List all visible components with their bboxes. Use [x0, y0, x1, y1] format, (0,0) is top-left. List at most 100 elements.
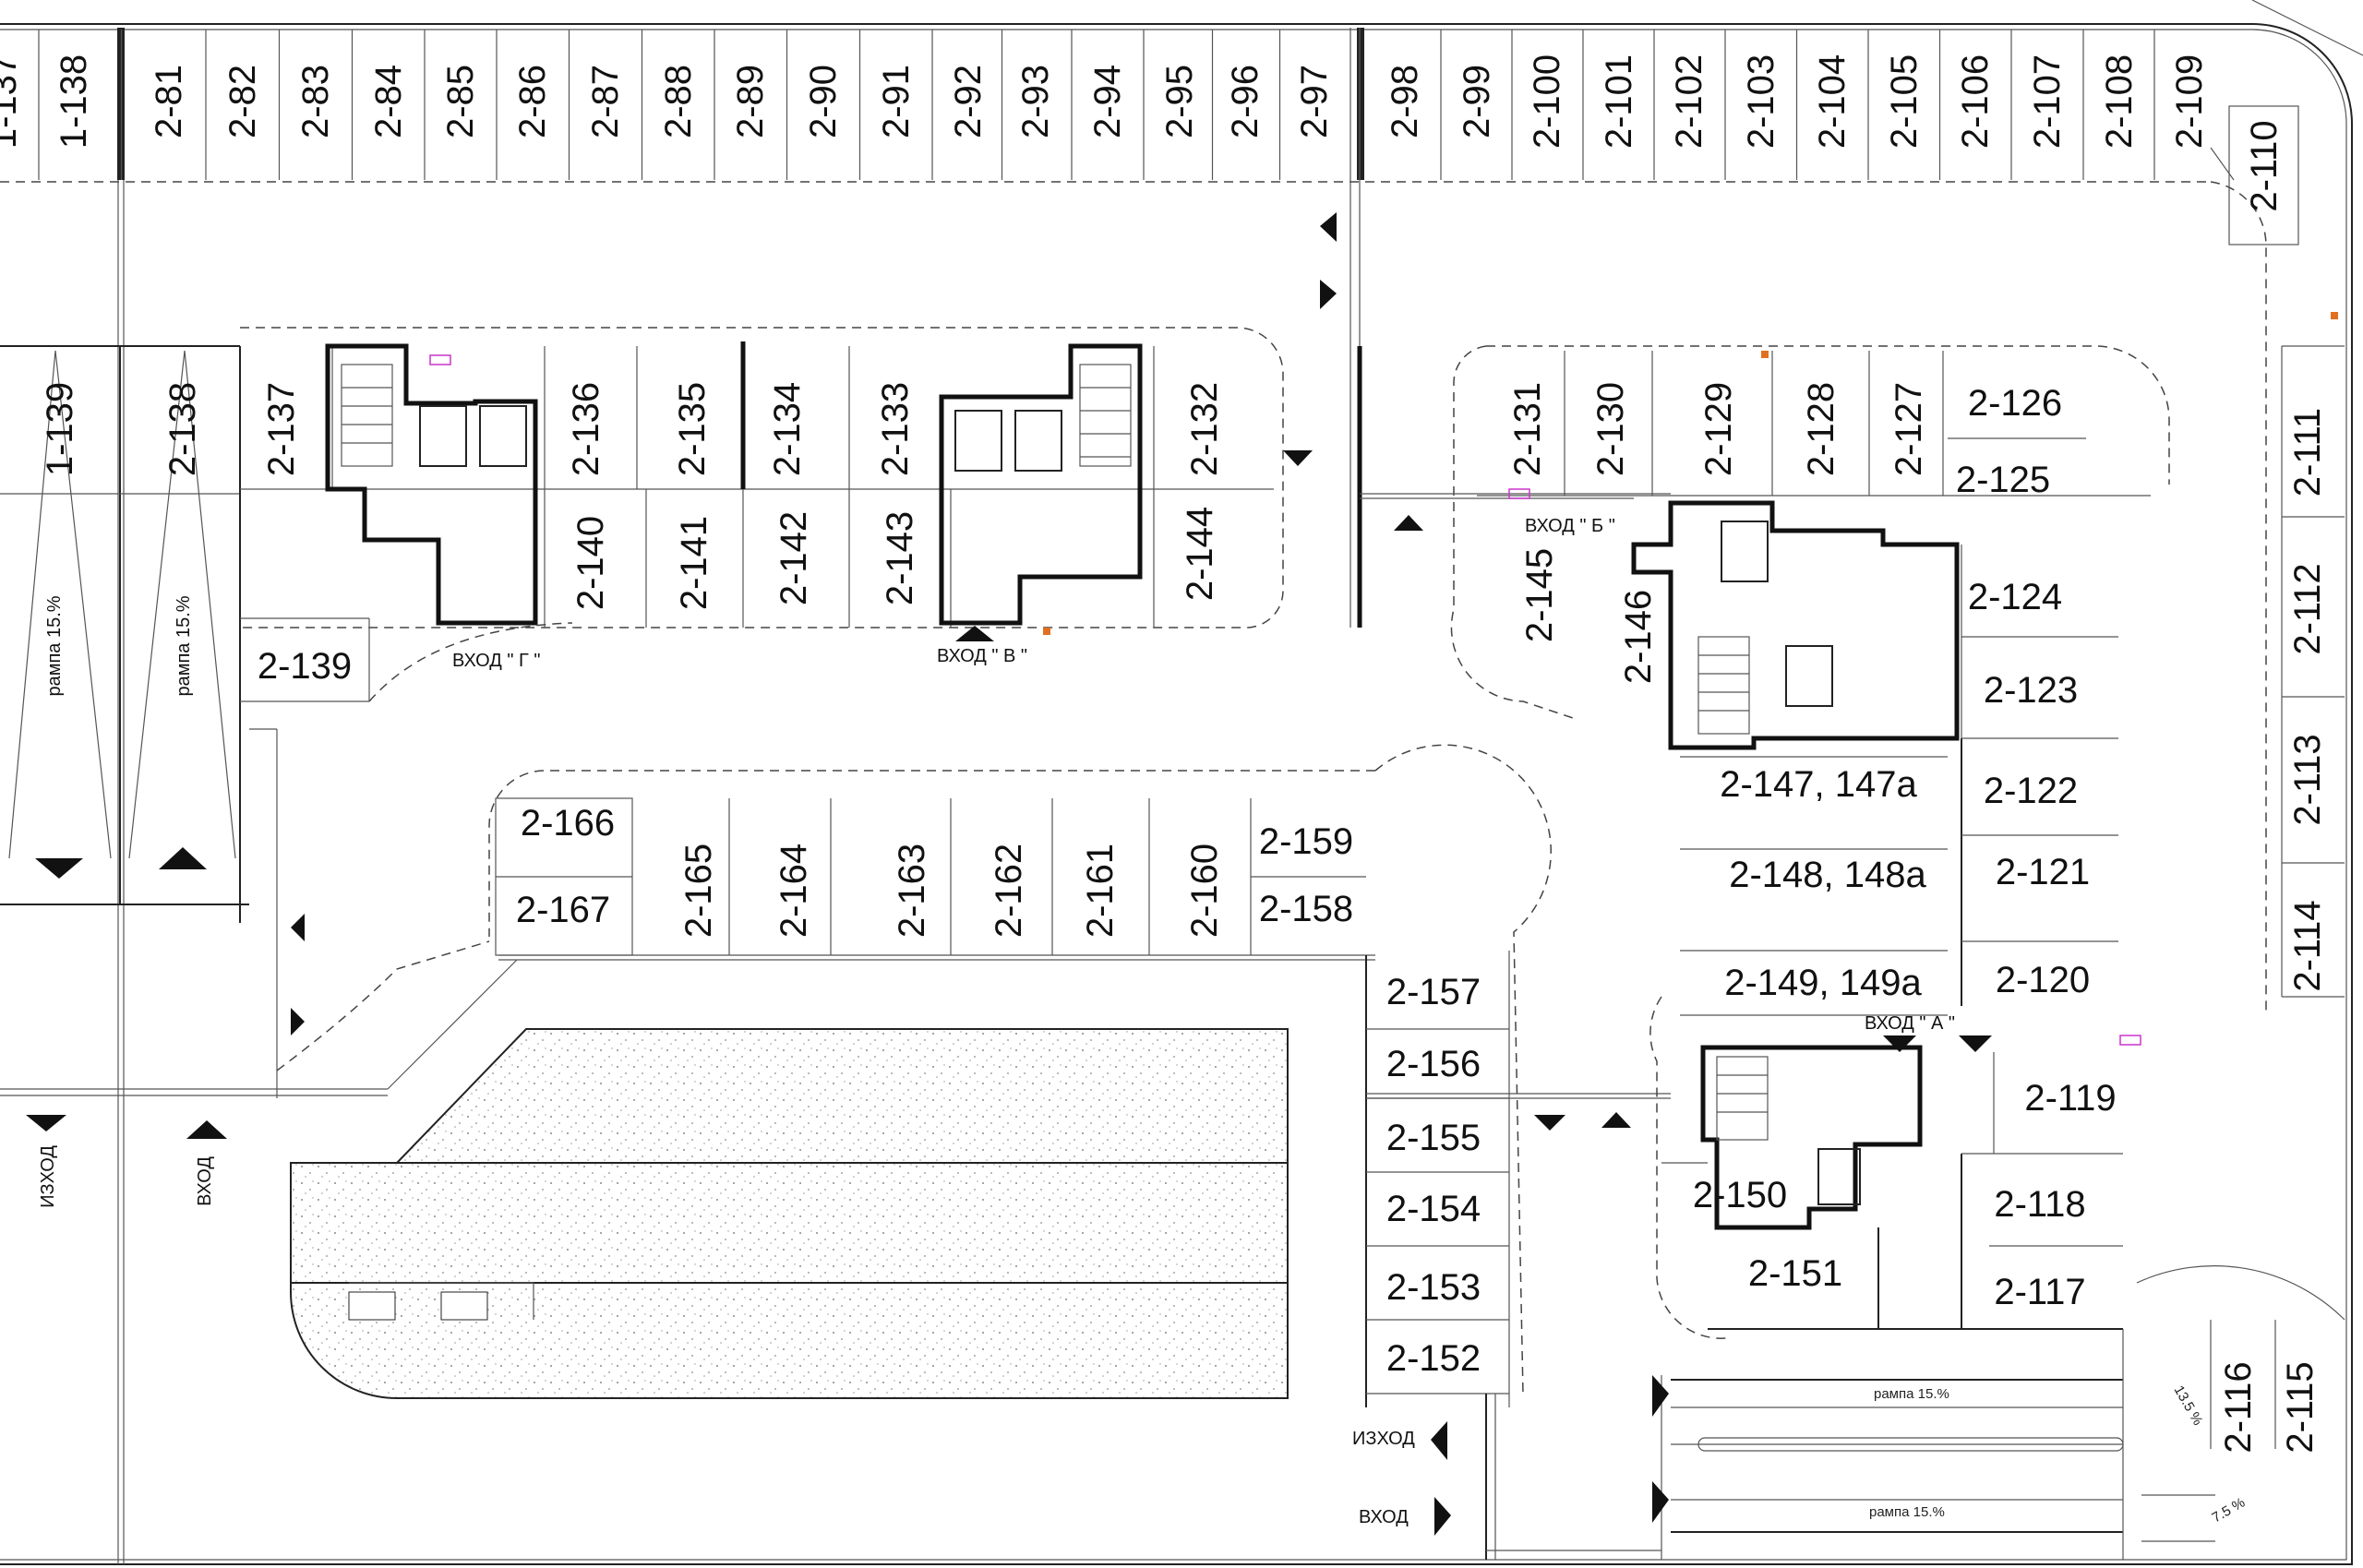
down-arrow-icon: [1959, 1035, 1992, 1052]
ramp-label-right-1: рампа 15.%: [1874, 1386, 1949, 1402]
ramp-label-right-2: рампа 15.%: [1869, 1504, 1945, 1520]
stall-label: 2-138: [162, 382, 203, 476]
stall-label: 2-151: [1748, 1253, 1842, 1294]
down-arrow-icon: [1534, 1115, 1565, 1131]
stall-label: 2-167: [516, 890, 610, 930]
exit-left-label: ИЗХОД: [38, 1145, 58, 1208]
stall-label: 2-160: [1184, 844, 1225, 938]
stall-label: 2-106: [1955, 54, 1996, 149]
stall-label: 2-124: [1968, 577, 2062, 617]
stall-label: 2-135: [672, 382, 713, 476]
left-arrow-icon: [1320, 212, 1337, 242]
stall-label: 2-139: [258, 646, 352, 687]
stall-label: 2-81: [149, 65, 189, 138]
stall-label: 2-163: [892, 844, 932, 938]
entrance-a-label: ВХОД " А ": [1865, 1013, 1955, 1034]
entrance-v-label: ВХОД " В ": [937, 646, 1027, 666]
stall-label: 2-91: [876, 65, 917, 138]
stall-label: 2-85: [440, 65, 481, 138]
stall-label: 2-94: [1087, 65, 1128, 138]
down-arrow-icon: [1283, 450, 1313, 466]
stall-label: 2-84: [368, 65, 409, 138]
enter-left-label: ВХОД: [195, 1156, 215, 1206]
stall-label: 2-125: [1956, 460, 2050, 500]
lower-middle-island: [488, 744, 1552, 1407]
stall-label: 2-133: [875, 382, 916, 476]
stall-label: 2-86: [512, 65, 553, 138]
stall-label: 2-111: [2287, 408, 2328, 497]
entrance-v-arrow-icon: [955, 626, 994, 641]
stall-label: 2-128: [1801, 382, 1841, 476]
stall-label: 2-101: [1599, 54, 1639, 149]
stall-label: 2-149, 149a: [1724, 963, 1922, 1003]
right-arrow-icon: [291, 1008, 305, 1035]
stall-label: 2-134: [767, 382, 808, 476]
stall-label: 2-142: [774, 511, 814, 605]
stall-label: 2-136: [566, 382, 606, 476]
stall-label: 2-104: [1812, 54, 1853, 149]
ramp-label-left-1: рампа 15.%: [44, 595, 65, 696]
slope-label-a: 13.5 %: [2171, 1383, 2206, 1429]
stall-label: 2-92: [948, 65, 989, 138]
up-arrow-icon: [159, 847, 207, 869]
right-edge-stalls: [2210, 105, 2345, 1015]
stall-label: 2-82: [222, 65, 263, 138]
right-arrow-icon: [1320, 280, 1337, 309]
stall-label: 2-144: [1180, 507, 1220, 601]
left-arrow-icon: [291, 914, 305, 941]
bottom-exits: ИЗХОД ВХОД: [1352, 1394, 1661, 1560]
stall-label: 2-131: [1507, 382, 1548, 476]
up-arrow-icon: [1394, 515, 1423, 531]
stall-label: 2-123: [1984, 670, 2078, 711]
stall-label: 2-108: [2099, 54, 2140, 149]
right-arrow-icon: [1434, 1497, 1451, 1536]
stall-label: 2-129: [1698, 382, 1739, 476]
stall-label: 2-130: [1590, 382, 1631, 476]
stall-label: 2-90: [803, 65, 844, 138]
driveway-lines: ИЗХОД ВХОД: [0, 493, 1671, 1208]
upper-right-island: ВХОД " Б ": [1394, 345, 2170, 1016]
stall-label: 2-105: [1884, 54, 1925, 149]
stall-label: 1-139: [40, 382, 80, 476]
stall-label: 2-132: [1184, 382, 1225, 476]
stall-label: 2-102: [1669, 54, 1709, 149]
stall-label: 2-164: [774, 844, 814, 938]
stall-label: 2-145: [1519, 548, 1560, 642]
stall-label: 2-155: [1386, 1118, 1481, 1158]
stall-label: 2-87: [585, 65, 626, 138]
column-lines: [117, 28, 1362, 1564]
left-arrow-icon: [1431, 1421, 1447, 1460]
stall-label: 2-166: [521, 803, 615, 844]
up-arrow-icon: [1601, 1112, 1631, 1128]
exit-right-label: ИЗХОД: [1352, 1429, 1415, 1449]
accent-markers: [429, 312, 2338, 1046]
stall-label: 2-118: [1994, 1184, 2085, 1225]
stall-label: 2-112: [2287, 563, 2328, 654]
stall-label: 2-143: [880, 511, 920, 605]
stall-label: 2-140: [570, 516, 611, 610]
stall-label: 2-99: [1457, 65, 1497, 138]
slope-label-b: 7.5 %: [2210, 1495, 2249, 1526]
stall-label: 2-156: [1386, 1044, 1481, 1084]
stall-label: 2-97: [1294, 65, 1335, 138]
stall-label: 2-114: [2287, 900, 2328, 991]
up-arrow-icon: [186, 1120, 227, 1139]
stall-label: 2-96: [1225, 65, 1265, 138]
down-arrow-icon: [26, 1115, 66, 1131]
stall-label: 2-161: [1080, 844, 1121, 938]
stall-label: 2-157: [1386, 972, 1481, 1012]
stall-label: 2-88: [658, 65, 699, 138]
stall-label: 2-122: [1984, 771, 2078, 811]
stall-label: 2-115: [2280, 1361, 2321, 1453]
stall-label: 2-117: [1994, 1272, 2085, 1312]
stall-label: 2-154: [1386, 1189, 1481, 1229]
stall-labels: 2-1102-1112-1122-1132-1142-1152-1161-139…: [40, 120, 2328, 1453]
stall-label: 2-95: [1159, 65, 1200, 138]
down-arrow-icon: [35, 858, 83, 879]
entrance-b-label: ВХОД " Б ": [1525, 516, 1615, 536]
stall-label: 2-137: [261, 382, 302, 476]
stall-label: 1-137: [0, 54, 24, 149]
